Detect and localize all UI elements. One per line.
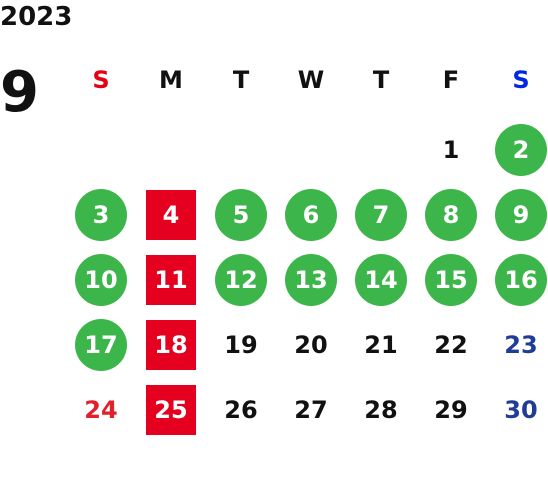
weekday-tuesday: T xyxy=(232,66,250,94)
day-cell: 3 xyxy=(66,185,136,245)
day-cell: 25 xyxy=(136,380,206,440)
day-cell: 15 xyxy=(416,250,486,310)
day-number: 19 xyxy=(224,331,258,359)
day-cell xyxy=(346,120,416,180)
day-number: 4 xyxy=(146,190,196,240)
day-number: 6 xyxy=(285,189,337,241)
weekday-wednesday: W xyxy=(297,66,325,94)
day-number: 13 xyxy=(285,254,337,306)
day-number: 20 xyxy=(294,331,328,359)
day-number: 15 xyxy=(425,254,477,306)
day-cell: 17 xyxy=(66,315,136,375)
calendar-year: 2023 xyxy=(0,2,73,32)
day-cell: 6 xyxy=(276,185,346,245)
day-number: 5 xyxy=(215,189,267,241)
day-cell: 10 xyxy=(66,250,136,310)
day-cell xyxy=(206,120,276,180)
day-cell xyxy=(276,120,346,180)
day-number: 24 xyxy=(84,396,118,424)
weekday-friday: F xyxy=(442,66,460,94)
day-number: 21 xyxy=(364,331,398,359)
day-number: 9 xyxy=(495,189,547,241)
day-number: 16 xyxy=(495,254,547,306)
day-number: 22 xyxy=(434,331,468,359)
day-cell: 22 xyxy=(416,315,486,375)
day-number: 11 xyxy=(146,255,196,305)
day-cell: 12 xyxy=(206,250,276,310)
day-cell: 1 xyxy=(416,120,486,180)
day-cell xyxy=(136,120,206,180)
day-number: 28 xyxy=(364,396,398,424)
day-cell: 16 xyxy=(486,250,548,310)
calendar-month: 9 xyxy=(0,60,39,125)
day-cell: 21 xyxy=(346,315,416,375)
day-cell: 18 xyxy=(136,315,206,375)
day-cell: 23 xyxy=(486,315,548,375)
day-cell: 26 xyxy=(206,380,276,440)
day-number: 2 xyxy=(495,124,547,176)
day-cell: 19 xyxy=(206,315,276,375)
day-number: 12 xyxy=(215,254,267,306)
day-number: 27 xyxy=(294,396,328,424)
day-cell: 13 xyxy=(276,250,346,310)
day-cell: 24 xyxy=(66,380,136,440)
day-number: 25 xyxy=(146,385,196,435)
day-cell: 28 xyxy=(346,380,416,440)
day-cell: 2 xyxy=(486,120,548,180)
day-number: 17 xyxy=(75,319,127,371)
day-number: 29 xyxy=(434,396,468,424)
day-cell: 11 xyxy=(136,250,206,310)
day-cell: 14 xyxy=(346,250,416,310)
day-cell: 4 xyxy=(136,185,206,245)
day-number: 26 xyxy=(224,396,258,424)
weekday-monday: M xyxy=(159,66,183,94)
day-cell: 9 xyxy=(486,185,548,245)
day-number: 14 xyxy=(355,254,407,306)
day-number: 7 xyxy=(355,189,407,241)
weekday-saturday: S xyxy=(512,66,530,94)
day-number: 10 xyxy=(75,254,127,306)
day-cell xyxy=(66,120,136,180)
day-cell: 29 xyxy=(416,380,486,440)
day-cell: 20 xyxy=(276,315,346,375)
day-cell: 5 xyxy=(206,185,276,245)
day-number: 23 xyxy=(504,331,538,359)
day-number: 18 xyxy=(146,320,196,370)
day-cell: 30 xyxy=(486,380,548,440)
weekday-header: S M T W T F S xyxy=(66,62,548,98)
weekday-thursday: T xyxy=(372,66,390,94)
day-cell: 27 xyxy=(276,380,346,440)
day-cell: 8 xyxy=(416,185,486,245)
day-number: 8 xyxy=(425,189,477,241)
weekday-sunday: S xyxy=(92,66,110,94)
day-number: 3 xyxy=(75,189,127,241)
day-cell: 7 xyxy=(346,185,416,245)
day-number: 30 xyxy=(504,396,538,424)
day-number: 1 xyxy=(442,136,460,164)
